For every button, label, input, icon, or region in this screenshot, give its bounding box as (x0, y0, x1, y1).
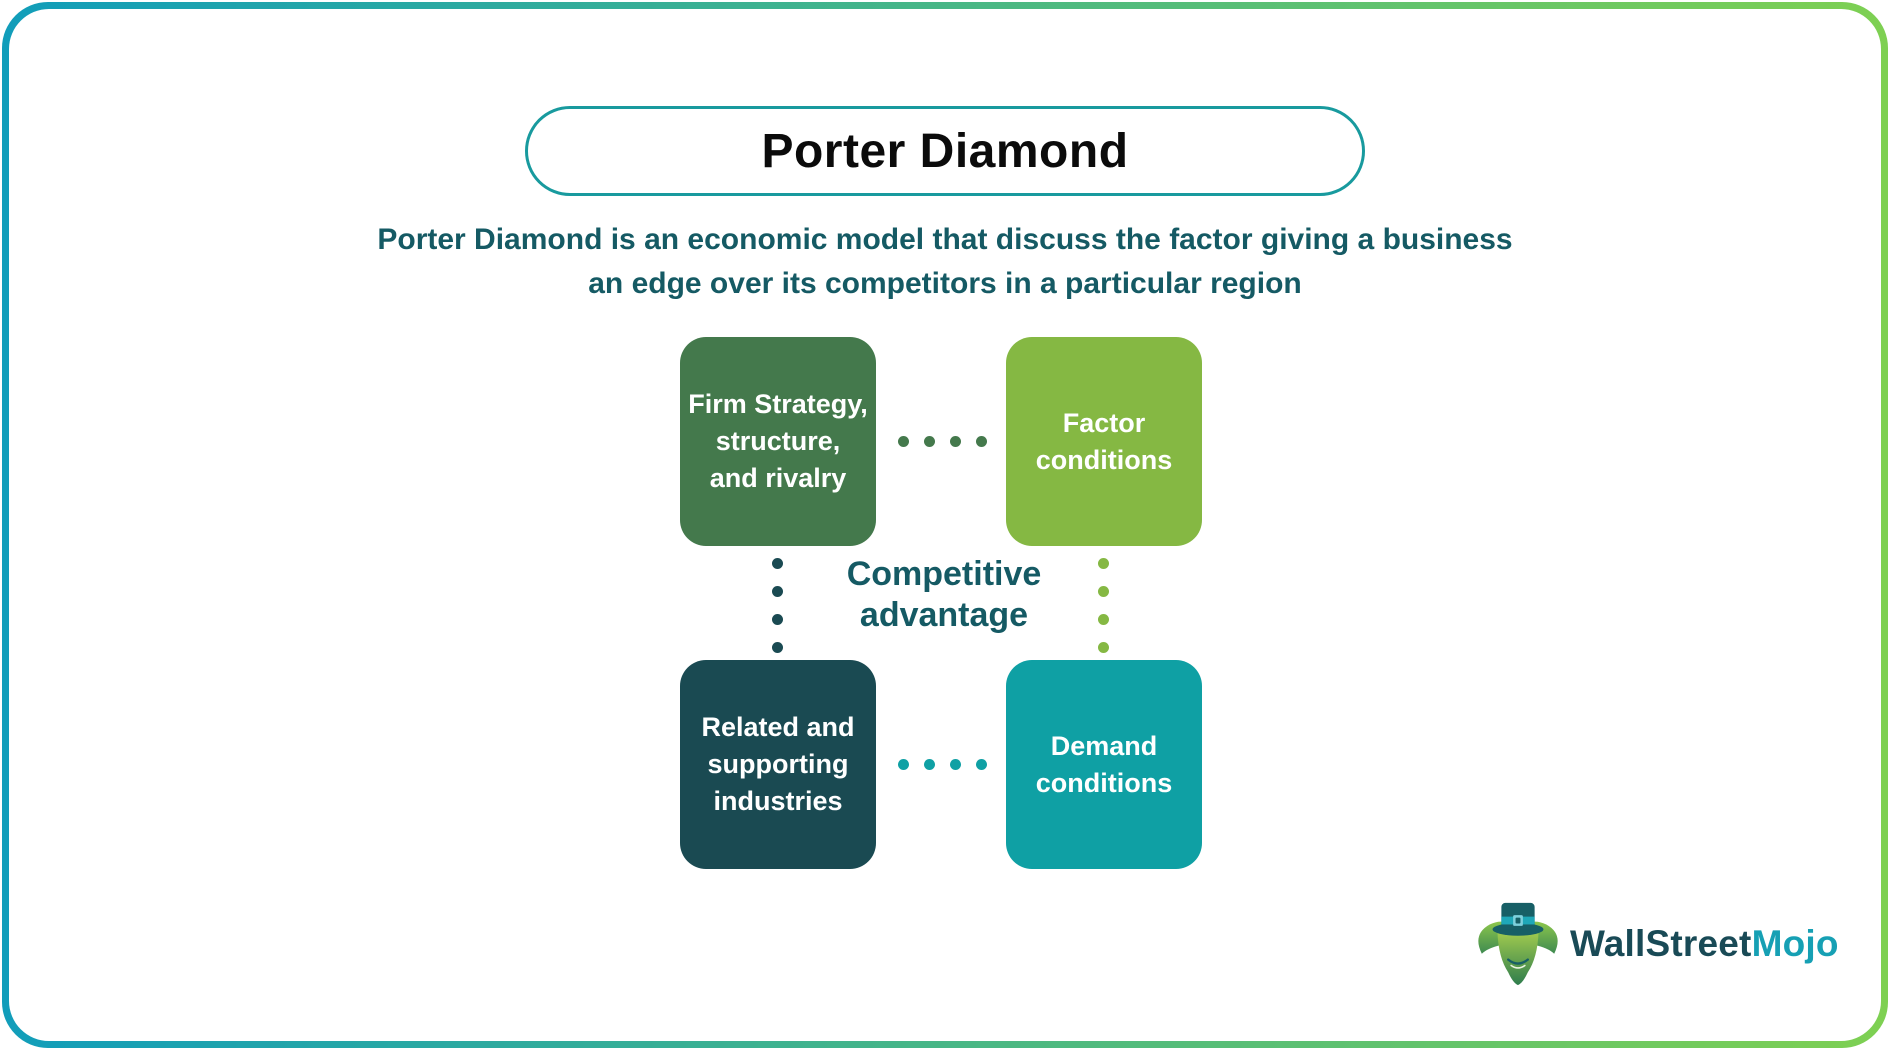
dot (1098, 586, 1109, 597)
dot (898, 436, 909, 447)
brand-wordmark: WallStreetMojo (1570, 923, 1839, 965)
center-label-competitive-advantage: Competitive advantage (846, 555, 1042, 634)
dot (976, 436, 987, 447)
box-firm-strategy-structure-rivalry: Firm Strategy, structure, and rivalry (680, 337, 876, 546)
dot (1098, 642, 1109, 653)
dot (924, 436, 935, 447)
brand-text-wallstreet: WallStreet (1570, 923, 1752, 964)
bull-mascot-icon (1478, 902, 1558, 986)
page-background (9, 9, 1881, 1041)
dot (950, 436, 961, 447)
dotted-connector-top (898, 436, 987, 447)
dotted-connector-left (772, 558, 783, 653)
subtitle: Porter Diamond is an economic model that… (377, 223, 1513, 300)
wallstreetmojo-logo: WallStreetMojo (1474, 898, 1839, 990)
dotted-connector-right (1098, 558, 1109, 653)
title-pill: Porter Diamond (525, 106, 1365, 196)
dotted-connector-bottom (898, 759, 987, 770)
dot (976, 759, 987, 770)
dot (1098, 614, 1109, 625)
box-demand-conditions: Demand conditions (1006, 660, 1202, 869)
dot (1098, 558, 1109, 569)
dot (898, 759, 909, 770)
dot (950, 759, 961, 770)
dot (772, 558, 783, 569)
box-factor-conditions: Factor conditions (1006, 337, 1202, 546)
dot (772, 642, 783, 653)
box-related-supporting-industries: Related and supporting industries (680, 660, 876, 869)
brand-text-mojo: Mojo (1751, 923, 1839, 964)
dot (924, 759, 935, 770)
page-title: Porter Diamond (761, 124, 1129, 178)
dot (772, 586, 783, 597)
dot (772, 614, 783, 625)
